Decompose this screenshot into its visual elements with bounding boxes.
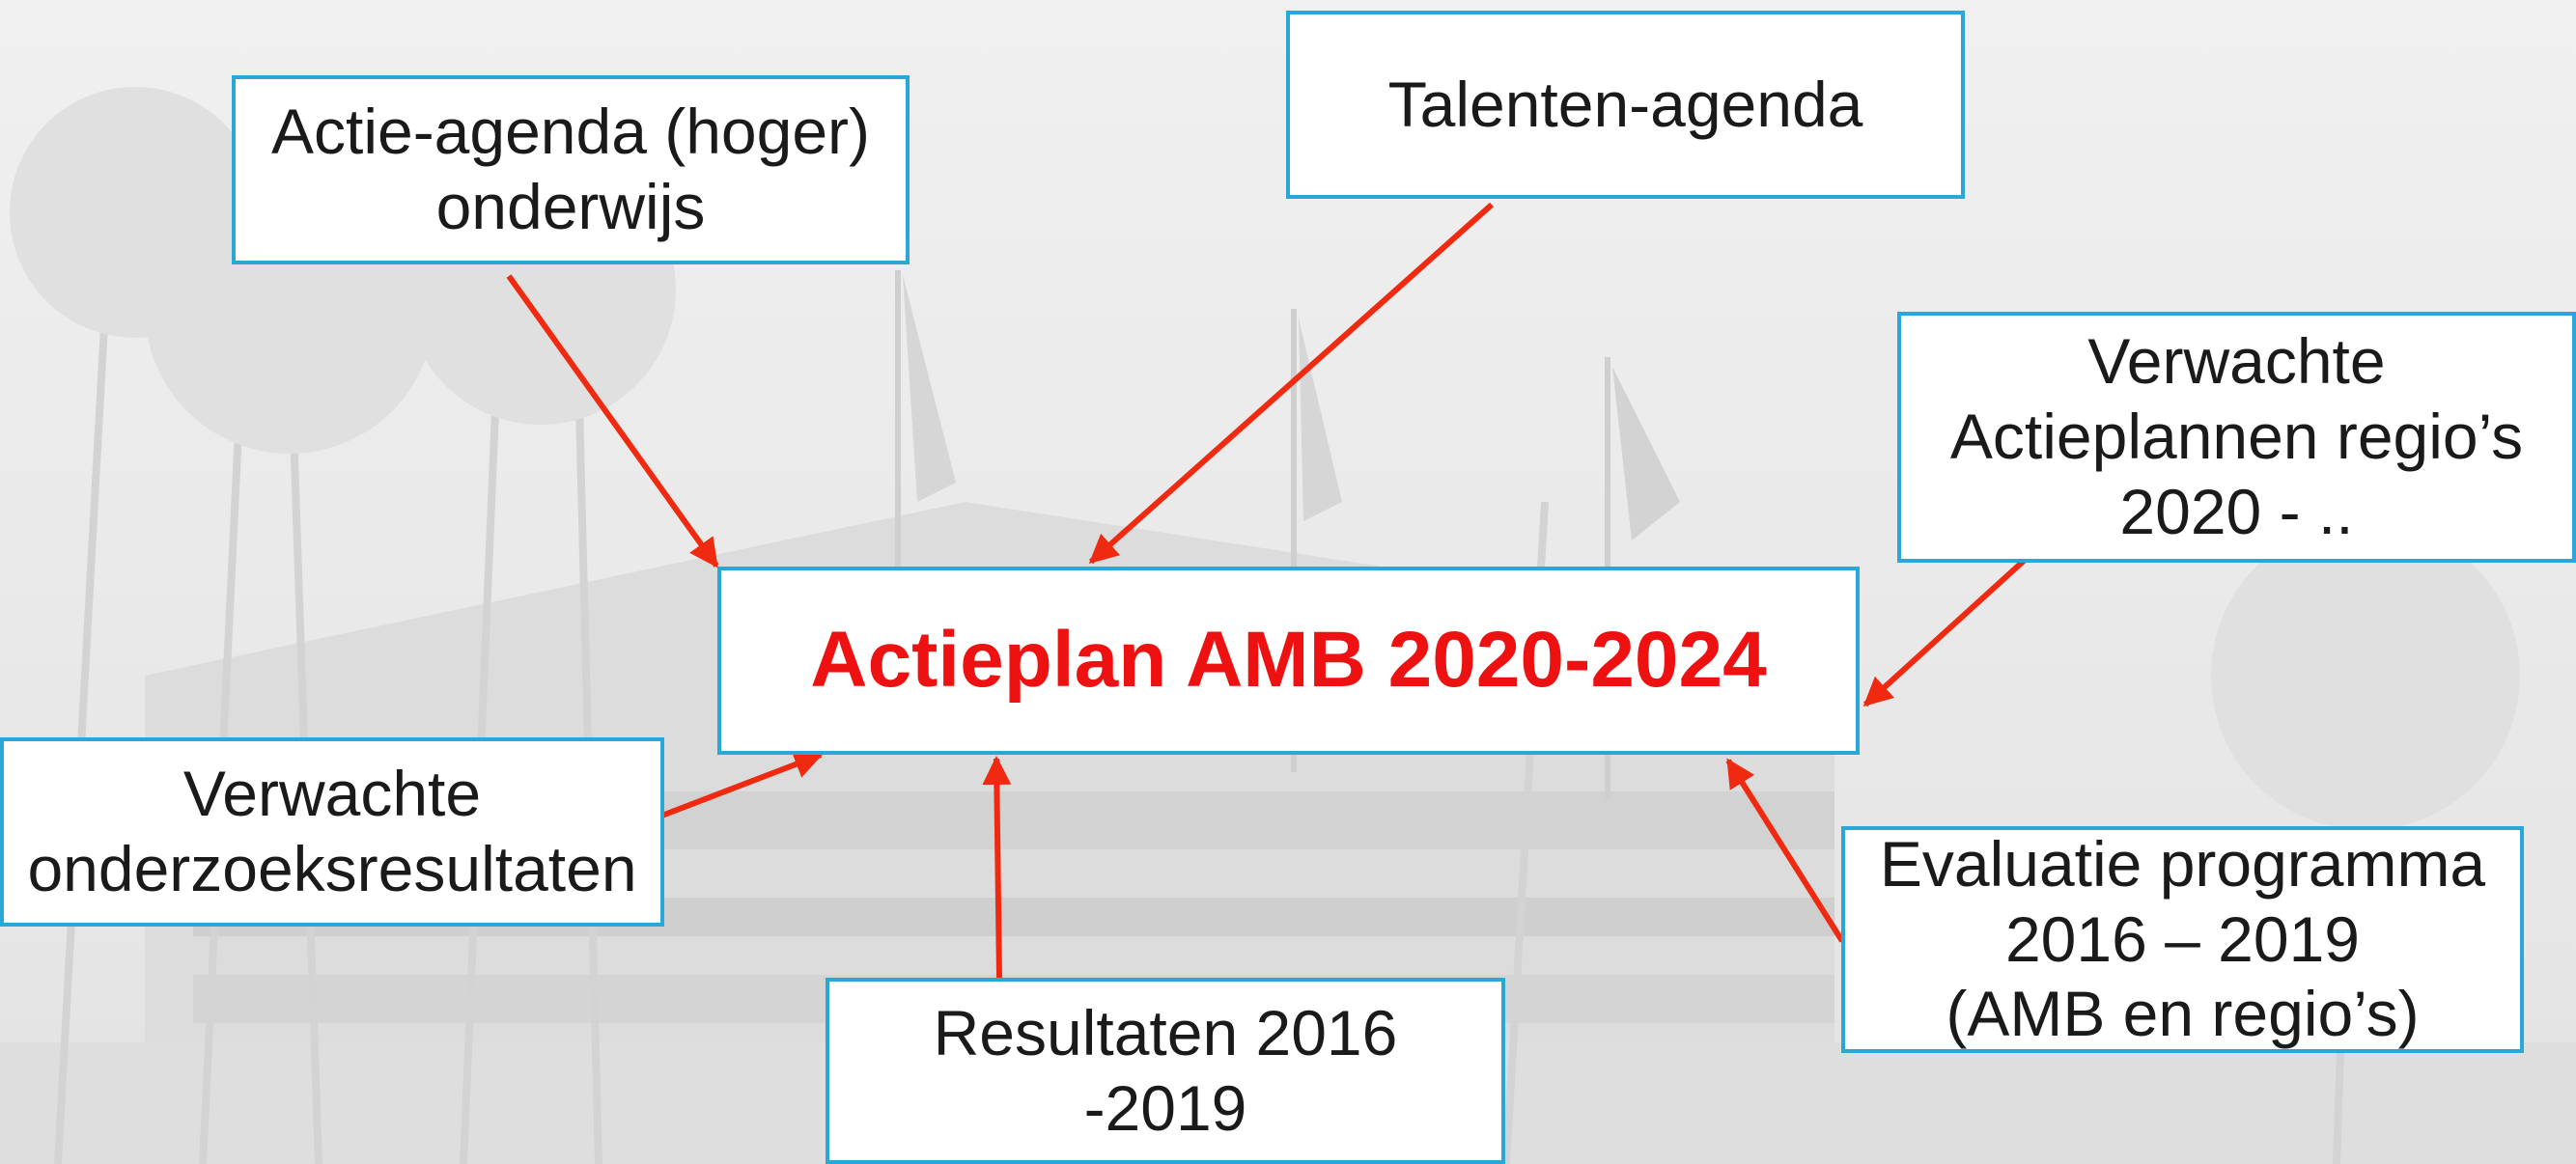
box-actie-agenda: Actie-agenda (hoger) onderwijs <box>232 75 910 264</box>
box-resultaten-label: Resultaten 2016 -2019 <box>933 996 1398 1144</box>
box-verwachte-actieplannen-label: Verwachte Actieplannen regio’s 2020 - .. <box>1949 325 2524 547</box>
box-talenten-agenda: Talenten-agenda <box>1286 11 1965 199</box>
box-central-actieplan: Actieplan AMB 2020-2024 <box>717 567 1860 755</box>
box-actie-agenda-label: Actie-agenda (hoger) onderwijs <box>270 96 871 242</box>
box-evaluatie-label: Evaluatie programma 2016 – 2019 (AMB en … <box>1879 827 2486 1050</box>
box-evaluatie: Evaluatie programma 2016 – 2019 (AMB en … <box>1841 826 2524 1053</box>
box-verwachte-actieplannen: Verwachte Actieplannen regio’s 2020 - .. <box>1897 312 2576 563</box>
box-verwachte-onderzoek-label: Verwachte onderzoeksresultaten <box>27 758 637 904</box>
central-title: Actieplan AMB 2020-2024 <box>810 616 1767 705</box>
box-talenten-agenda-label: Talenten-agenda <box>1387 68 1863 140</box>
box-verwachte-onderzoek: Verwachte onderzoeksresultaten <box>0 737 664 927</box>
box-resultaten: Resultaten 2016 -2019 <box>826 978 1505 1164</box>
